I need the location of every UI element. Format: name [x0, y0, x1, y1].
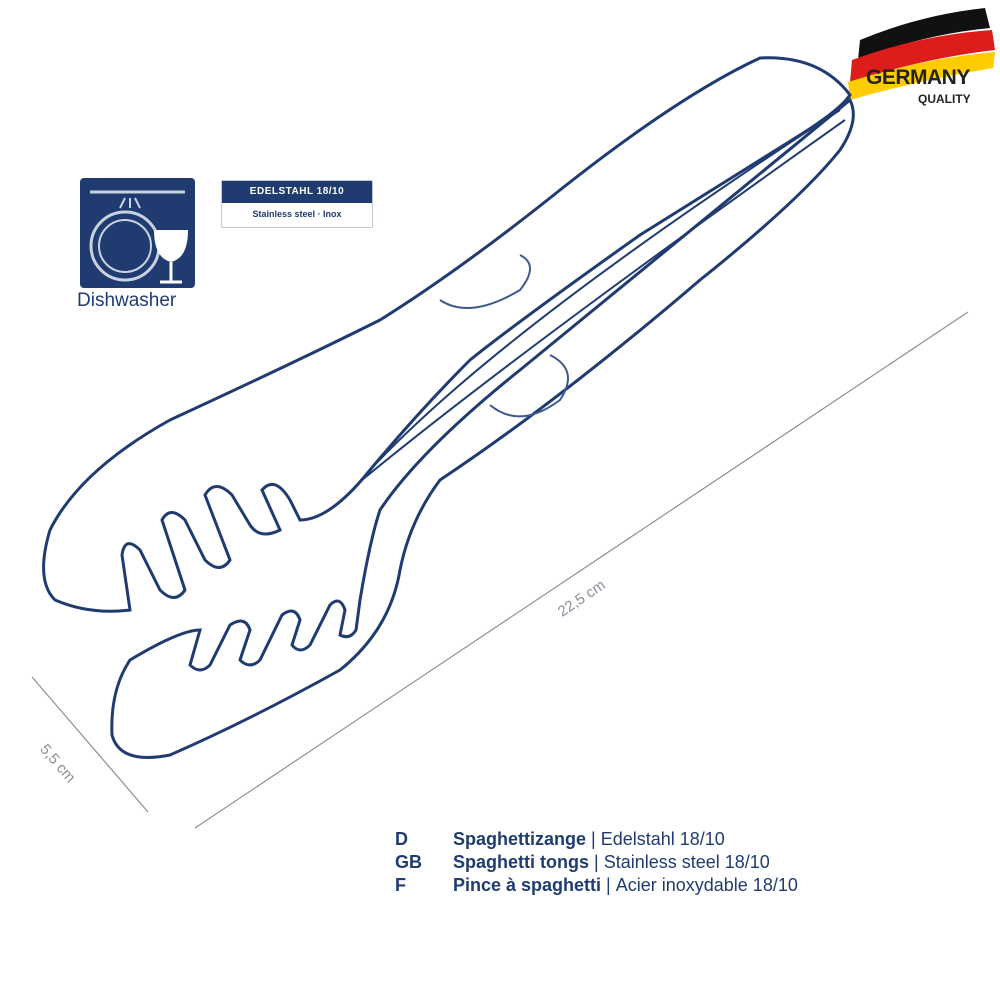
material: Edelstahl 18/10 — [600, 829, 725, 849]
length-dimension-line — [194, 311, 969, 829]
quality-logo-text: QUALITY — [918, 92, 971, 106]
dishwasher-safe-icon — [80, 178, 195, 288]
steel-badge-subtitle: Stainless steel · Inox — [252, 209, 342, 219]
grip-indent — [489, 354, 569, 418]
material: Stainless steel 18/10 — [603, 852, 770, 872]
steel-badge-title: EDELSTAHL 18/10 — [222, 181, 372, 203]
upper-tong-arm — [42, 56, 852, 613]
language-code: F — [395, 875, 406, 895]
grip-indent — [439, 254, 531, 309]
germany-logo-text: GERMANY — [866, 66, 970, 89]
stainless-steel-badge: EDELSTAHL 18/10 Stainless steel · Inox — [221, 180, 373, 228]
width-dimension-line — [31, 676, 149, 813]
germany-flag-icon — [848, 8, 995, 100]
product-name: Spaghettizange — [453, 829, 587, 849]
product-name: Pince à spaghetti — [453, 875, 602, 895]
dishwasher-label: Dishwasher — [77, 290, 177, 311]
inner-edge-line — [369, 109, 841, 471]
product-name: Spaghetti tongs — [453, 852, 589, 872]
language-code: D — [395, 829, 408, 849]
material: Acier inoxydable 18/10 — [615, 875, 798, 895]
inner-edge-line — [361, 119, 846, 481]
lower-tong-arm — [110, 97, 855, 759]
language-code: GB — [395, 852, 422, 872]
